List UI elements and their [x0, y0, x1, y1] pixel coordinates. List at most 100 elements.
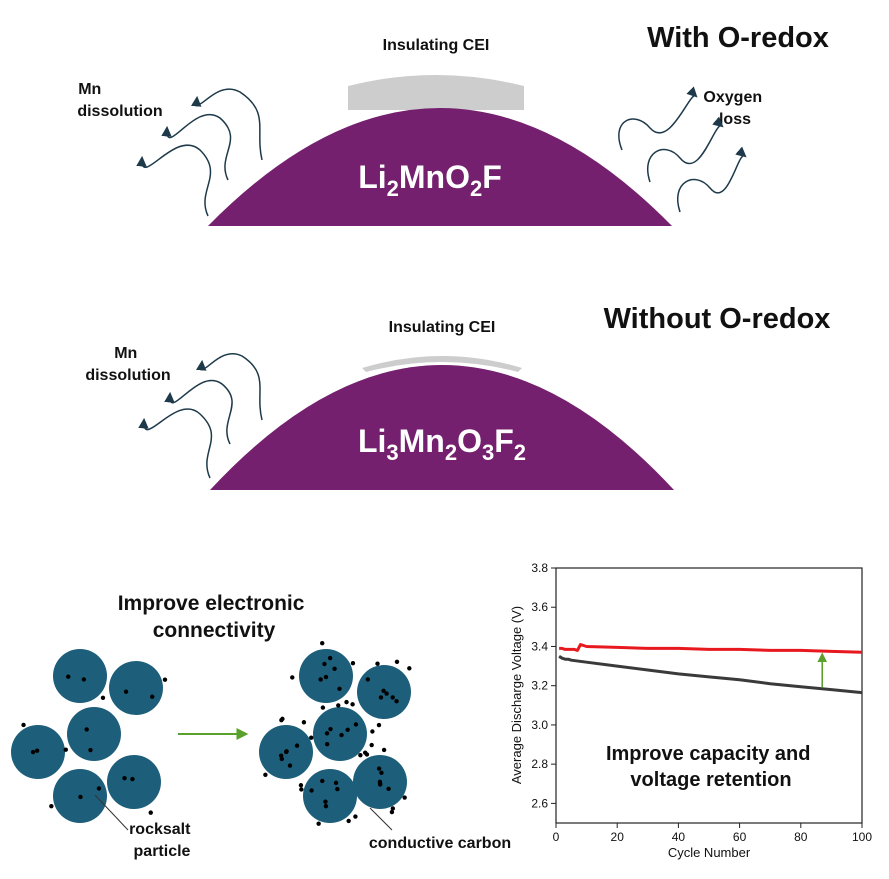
carbon-dot — [150, 694, 155, 699]
carbon-pointer — [369, 807, 393, 831]
carbon-dot — [66, 674, 71, 679]
carbon-dot — [407, 666, 412, 671]
carbon-dot — [332, 666, 337, 671]
y-tick-label: 3.0 — [531, 718, 548, 732]
carbon-dot — [370, 729, 375, 734]
carbon-dot — [337, 686, 342, 691]
x-tick-label: 80 — [794, 830, 808, 844]
carbon-dot — [324, 731, 330, 736]
series-line-1 — [559, 643, 863, 654]
carbon-dot — [148, 810, 153, 815]
carbon-dot — [309, 735, 314, 740]
carbon-dot — [365, 677, 371, 682]
carbon-dot — [377, 782, 383, 787]
carbon-dot — [350, 661, 356, 666]
carbon-dot — [301, 720, 307, 725]
carbon-dot — [353, 722, 359, 727]
carbon-dot — [130, 776, 135, 782]
x-tick-label: 20 — [611, 830, 625, 844]
y-tick-label: 3.2 — [531, 679, 548, 693]
oxygen-loss-label: Oxygen loss — [703, 89, 766, 128]
y-tick-label: 3.4 — [531, 639, 548, 653]
carbon-dot — [328, 726, 333, 732]
carbon-dot — [88, 747, 93, 753]
carbon-dot — [122, 776, 127, 781]
carbon-dot — [335, 786, 340, 792]
cei-label-middle: Insulating CEI — [389, 319, 496, 336]
carbon-dot — [386, 786, 391, 791]
panel-electronic-connectivity: Improve electronic connectivity rocksalt… — [11, 592, 511, 860]
carbon-dot — [394, 659, 400, 664]
carbon-dot — [369, 742, 374, 748]
carbon-dot — [123, 689, 129, 694]
carbon-dot — [280, 716, 285, 722]
mn-dissolution-arrows-top — [136, 88, 263, 217]
carbon-dot — [316, 821, 321, 826]
carbon-dot — [84, 727, 89, 732]
carbon-dot — [318, 677, 323, 682]
heading-with-o-redox: With O-redox — [647, 22, 829, 54]
carbon-dot — [346, 818, 351, 824]
carbon-dot — [298, 783, 304, 788]
carbon-dot — [279, 756, 285, 762]
carbon-dot — [345, 727, 350, 733]
x-tick-label: 40 — [672, 830, 686, 844]
y-axis-label: Average Discharge Voltage (V) — [509, 606, 524, 784]
y-tick-label: 3.6 — [531, 600, 548, 614]
carbon-dot — [324, 742, 330, 747]
carbon-dot — [333, 780, 339, 786]
cei-label-top: Insulating CEI — [383, 37, 490, 54]
mn-dissolution-label-middle: Mn dissolution — [85, 345, 170, 384]
carbon-dot — [63, 747, 68, 752]
formula-li2mno2f: Li2MnO2F — [358, 159, 502, 201]
carbon-dot — [294, 743, 300, 748]
mn-dissolution-label-top: Mn dissolution — [77, 81, 162, 120]
carbon-dot — [390, 695, 395, 700]
panel-with-o-redox: With O-redox Insulating CEI Li2MnO2F Mn … — [77, 22, 829, 226]
oxygen-loss-arrows — [618, 86, 747, 213]
carbon-dot — [344, 699, 349, 705]
rocksalt-particle — [109, 661, 163, 715]
carbon-dot — [378, 695, 384, 700]
carbon-dot — [30, 749, 36, 755]
carbon-dot — [100, 695, 106, 700]
carbon-dot — [381, 747, 387, 753]
y-tick-label: 3.8 — [531, 561, 548, 575]
series-line-2 — [558, 655, 863, 695]
carbon-dot — [34, 748, 40, 753]
chart-annotation: Improve capacity and voltage retention — [606, 743, 816, 791]
carbon-dot — [394, 698, 399, 704]
connectivity-heading: Improve electronic connectivity — [118, 592, 311, 642]
rocksalt-particle — [67, 707, 121, 761]
chart-series — [558, 643, 863, 695]
carbon-dot — [309, 788, 314, 793]
carbon-dot — [390, 806, 396, 811]
heading-without-o-redox: Without O-redox — [604, 303, 831, 335]
carbon-dot — [323, 799, 328, 804]
x-tick-label: 60 — [733, 830, 747, 844]
carbon-dot — [323, 803, 329, 809]
conductive-carbon-label: conductive carbon — [369, 835, 511, 852]
carbon-dot — [375, 661, 380, 666]
carbon-dot — [299, 787, 304, 792]
particle-dome-middle — [210, 365, 674, 490]
carbon-dot — [381, 688, 386, 693]
rocksalt-particle — [107, 755, 161, 809]
carbon-dot — [336, 703, 341, 708]
carbon-dot — [350, 702, 355, 707]
carbon-dot — [364, 752, 370, 757]
rocksalt-particle — [53, 649, 107, 703]
carbon-dot — [81, 677, 87, 682]
carbon-dot — [323, 674, 329, 680]
carbon-dot — [21, 722, 26, 728]
rocksalt-particle-label: rocksalt particle — [129, 821, 195, 860]
carbon-dot — [376, 766, 382, 771]
carbon-dot — [162, 677, 168, 682]
carbon-dot — [402, 795, 407, 800]
rocksalt-pointer — [94, 794, 129, 831]
mn-dissolution-arrows-middle — [138, 353, 263, 479]
rocksalt-particle — [303, 769, 357, 823]
carbon-dot — [384, 691, 389, 696]
